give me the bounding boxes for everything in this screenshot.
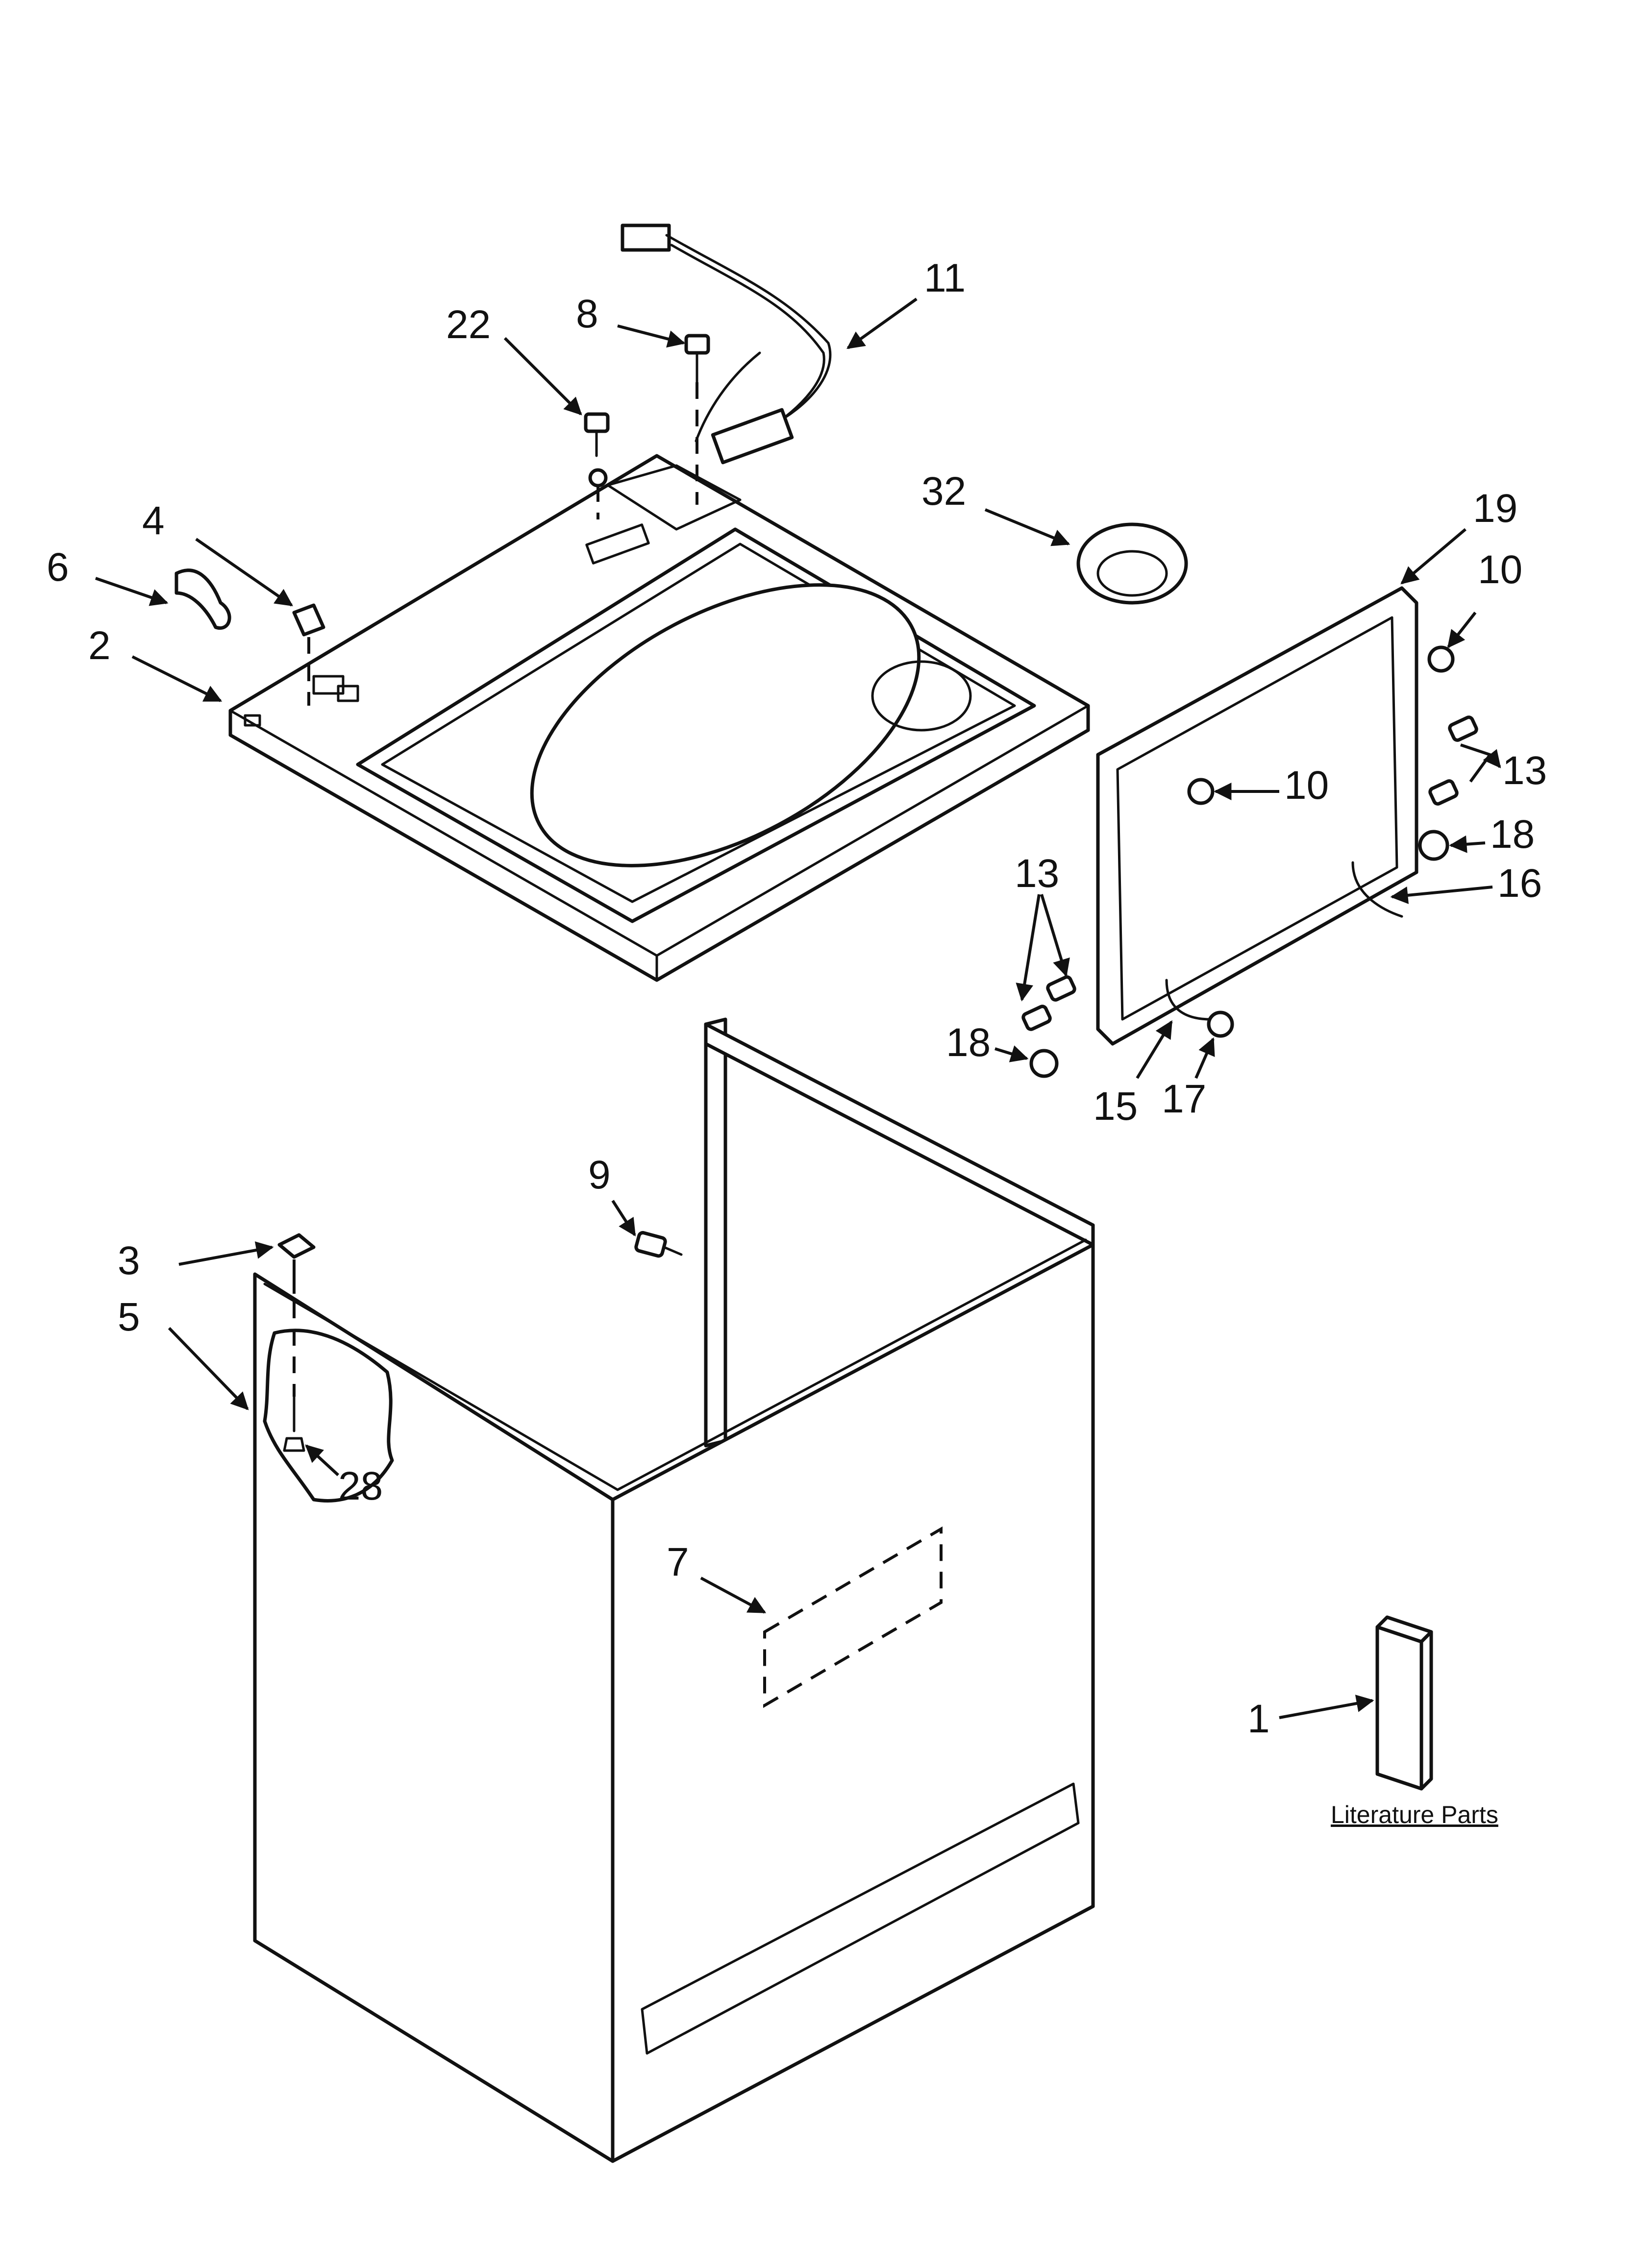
bleach-funnel (1076, 522, 1188, 605)
screw-13-left (1021, 975, 1076, 1031)
clip-part-3 (277, 1233, 316, 1259)
callout-6: 6 (47, 545, 69, 590)
top-cover (228, 454, 1090, 982)
callout-13-right: 13 (1502, 748, 1547, 793)
callout-13-left: 13 (1015, 851, 1059, 896)
callout-32: 32 (921, 469, 966, 514)
lid-switch-harness (621, 223, 832, 465)
callout-11: 11 (924, 256, 966, 300)
literature-parts-book (1375, 1615, 1433, 1791)
callout-9: 9 (588, 1153, 611, 1197)
cabinet (253, 1017, 1095, 2163)
callout-8: 8 (576, 292, 598, 336)
screw-22 (584, 412, 610, 519)
bushing-18-left (1029, 1049, 1059, 1078)
lid (1096, 586, 1418, 1046)
callout-2: 2 (88, 623, 111, 668)
callout-28: 28 (338, 1464, 383, 1508)
clip-part-6 (174, 568, 231, 630)
callout-22: 22 (446, 302, 491, 347)
callout-4: 4 (142, 498, 165, 543)
callout-18-right: 18 (1490, 812, 1535, 857)
callout-10-lid: 10 (1284, 763, 1329, 808)
callout-7: 7 (667, 1540, 689, 1584)
callout-10-top: 10 (1478, 547, 1522, 592)
callout-18-left: 18 (946, 1020, 991, 1065)
callout-16: 16 (1497, 861, 1542, 906)
callout-17: 17 (1162, 1077, 1206, 1121)
callout-1: 1 (1247, 1697, 1270, 1741)
callout-19: 19 (1473, 486, 1517, 531)
screw-9 (634, 1231, 683, 1258)
callout-15: 15 (1093, 1084, 1138, 1129)
screw-13-right (1428, 715, 1478, 806)
bushing-18-right (1418, 830, 1449, 861)
callout-5: 5 (118, 1295, 140, 1339)
label-part-7 (763, 1526, 943, 1708)
callout-3: 3 (118, 1238, 140, 1283)
bushing-17 (1207, 1011, 1234, 1038)
literature-parts-label: Literature Parts (1331, 1801, 1498, 1828)
bumper-10b (1187, 778, 1215, 805)
screw-8 (684, 334, 710, 505)
callout-labels: 11 8 22 4 6 2 32 19 10 10 13 18 16 13 18… (47, 256, 1547, 1828)
clip-part-4 (292, 603, 325, 637)
bumper-10a (1427, 645, 1455, 673)
leader-lines (95, 297, 1501, 1719)
